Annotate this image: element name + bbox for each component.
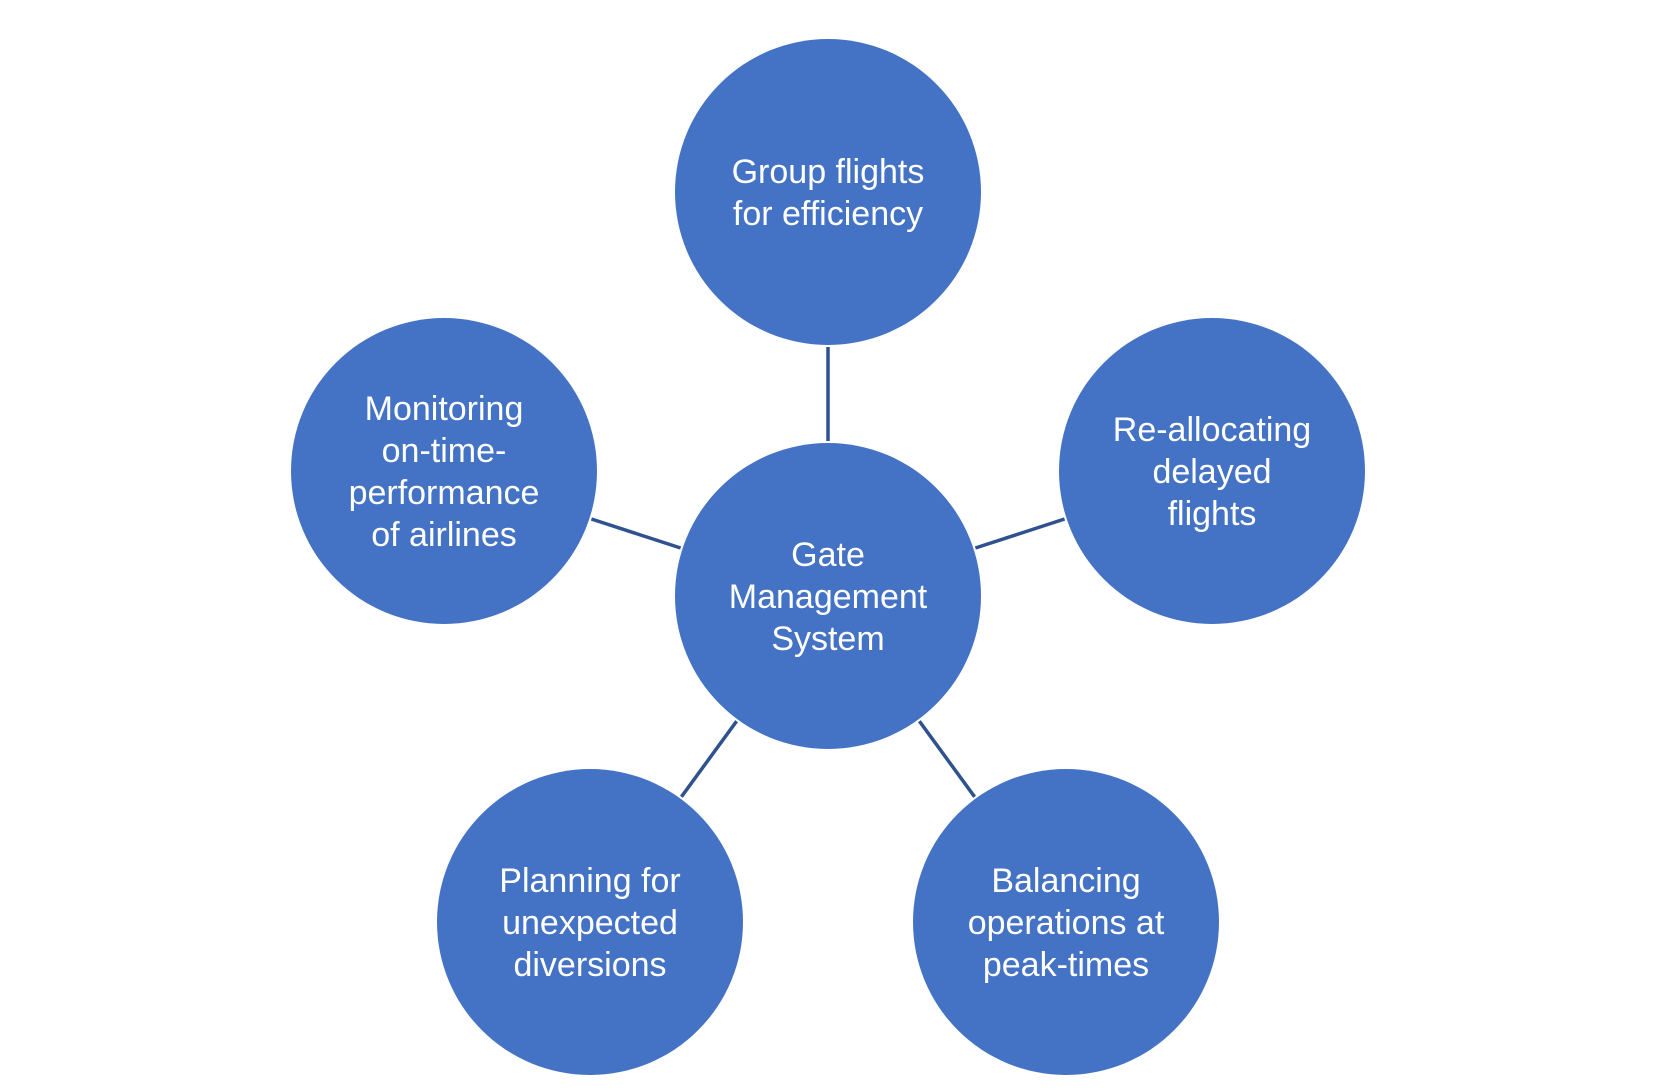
node-balancing-label-line: Balancing [991, 862, 1140, 900]
node-balancing-circle [913, 769, 1219, 1075]
node-planning-label-line: diversions [513, 946, 666, 984]
center-node-circle [675, 443, 981, 749]
node-balancing: Balancing operations at peak-times [913, 769, 1219, 1075]
node-reallocating-label-line: flights [1168, 495, 1257, 533]
center-node-label-line: Management [729, 578, 928, 616]
node-reallocating-circle [1059, 318, 1365, 624]
node-monitoring: Monitoring on-time-performance of airlines [291, 318, 597, 624]
node-planning-label-line: unexpected [502, 904, 678, 942]
node-reallocating: Re-allocating delayed flights [1059, 318, 1365, 624]
node-group-flights-circle [675, 39, 981, 345]
node-monitoring-label-line: of airlines [371, 516, 517, 554]
center-node-label-line: System [771, 620, 884, 658]
node-planning-circle [437, 769, 743, 1075]
node-group-flights-label-line: Group flights [732, 153, 925, 191]
node-monitoring-label-line: performance [349, 474, 540, 512]
node-reallocating-label-line: delayed [1152, 453, 1271, 491]
connector-planning [679, 720, 739, 798]
connectors [590, 347, 1066, 798]
node-balancing-label-line: peak-times [983, 946, 1149, 984]
node-reallocating-label-line: Re-allocating [1113, 411, 1311, 449]
node-monitoring-circle [291, 318, 597, 624]
node-monitoring-label-line: on-time- [382, 432, 507, 470]
node-balancing-label-line: operations at [968, 904, 1165, 942]
node-group-flights: Group flights for efficiency [675, 39, 981, 345]
connector-monitoring [590, 517, 682, 550]
node-planning: Planning for unexpected diversions [437, 769, 743, 1075]
node-planning-label-line: Planning for [499, 862, 680, 900]
node-group-flights-label-line: for efficiency [733, 195, 923, 233]
center-node-label-line: Gate [791, 536, 865, 574]
node-monitoring-label-line: Monitoring [365, 390, 524, 428]
connector-reallocating [974, 517, 1066, 550]
connector-balancing [917, 720, 977, 798]
